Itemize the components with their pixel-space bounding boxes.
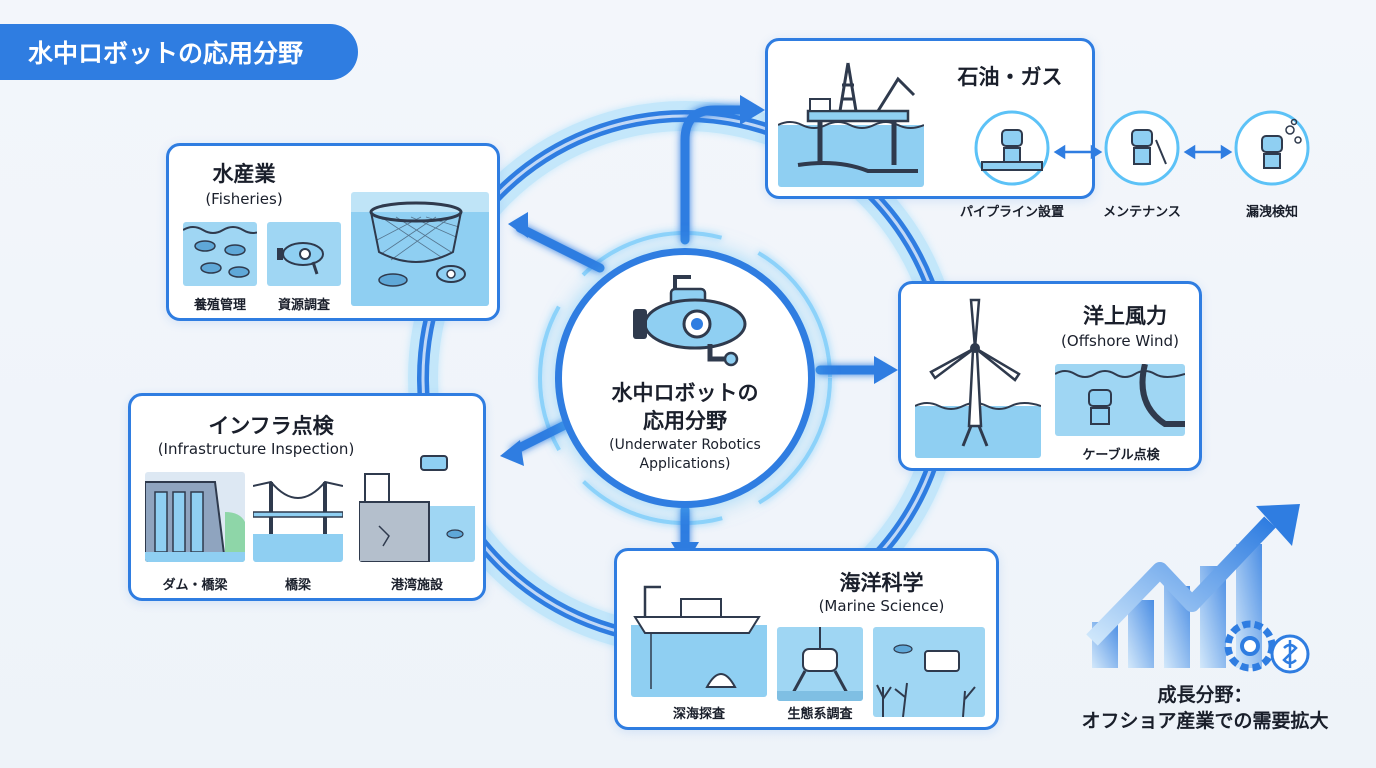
page-title: 水中ロボットの応用分野 <box>0 24 358 80</box>
infrastructure-label-1: ダム・橋梁 <box>162 578 228 593</box>
infrastructure-label-2: 橋梁 <box>284 578 311 593</box>
cable-inspection-icon <box>1055 364 1185 436</box>
center-title-1: 水中ロボットの <box>611 381 759 405</box>
harbor-icon <box>359 446 475 562</box>
bridge-icon <box>253 472 343 562</box>
growth-line-2: オフショア産業での需要拡大 <box>1081 710 1329 732</box>
growth-line-1: 成長分野： <box>1157 684 1253 706</box>
oil-gas-title: 石油・ガス <box>957 65 1063 89</box>
center-subtitle-1: (Underwater Robotics <box>609 437 761 453</box>
center-title-2: 応用分野 <box>643 409 727 433</box>
offshore-wind-card: 洋上風力 (Offshore Wind) ケーブル点検 <box>898 281 1202 471</box>
fisheries-title: 水産業 <box>212 162 276 186</box>
oil-rig-icon <box>778 55 924 187</box>
infrastructure-card: インフラ点検 (Infrastructure Inspection) ダム・橋梁… <box>128 393 486 601</box>
oil-gas-step-2: メンテナンス <box>1103 205 1181 220</box>
dam-icon <box>145 472 245 562</box>
fish-school-icon <box>183 222 257 286</box>
infrastructure-title: インフラ点検 <box>208 414 334 438</box>
oil-gas-step-3: 漏洩検知 <box>1245 205 1298 220</box>
marine-science-subtitle: (Marine Science) <box>818 597 945 615</box>
infrastructure-subtitle: (Infrastructure Inspection) <box>157 440 355 458</box>
offshore-wind-label-1: ケーブル点検 <box>1082 448 1160 463</box>
lander-icon <box>777 627 863 701</box>
oil-gas-process <box>974 110 1310 186</box>
marine-science-label-1: 深海探査 <box>672 707 725 722</box>
oil-gas-step-1: パイプライン設置 <box>959 205 1064 220</box>
center-hub: 水中ロボットの 応用分野 (Underwater Robotics Applic… <box>555 248 815 508</box>
fisheries-subtitle: (Fisheries) <box>205 190 283 208</box>
center-subtitle-2: Applications) <box>639 456 731 472</box>
research-vessel-icon <box>631 577 767 697</box>
marine-science-title: 海洋科学 <box>839 571 924 595</box>
fisheries-card: 水産業 (Fisheries) 養殖管理 資源調査 <box>166 143 500 321</box>
infrastructure-label-3: 港湾施設 <box>390 578 443 593</box>
submarine-icon <box>633 275 747 367</box>
coral-reef-icon <box>873 627 985 717</box>
marine-science-card: 海洋科学 (Marine Science) 深海探査 生態系調査 <box>614 548 999 730</box>
growth-caption: 成長分野： オフショア産業での需要拡大 <box>1040 682 1370 734</box>
growth-chart-icon <box>1086 504 1310 674</box>
fish-cage-icon <box>351 192 489 306</box>
rov-icon <box>267 222 341 286</box>
marine-science-label-2: 生態系調査 <box>787 707 853 722</box>
fisheries-label-2: 資源調査 <box>277 298 330 313</box>
offshore-wind-title: 洋上風力 <box>1083 304 1167 328</box>
oil-gas-card: 石油・ガス <box>765 38 1095 199</box>
fisheries-label-1: 養殖管理 <box>193 298 246 313</box>
offshore-wind-subtitle: (Offshore Wind) <box>1061 332 1179 350</box>
wind-turbine-icon <box>915 296 1041 458</box>
